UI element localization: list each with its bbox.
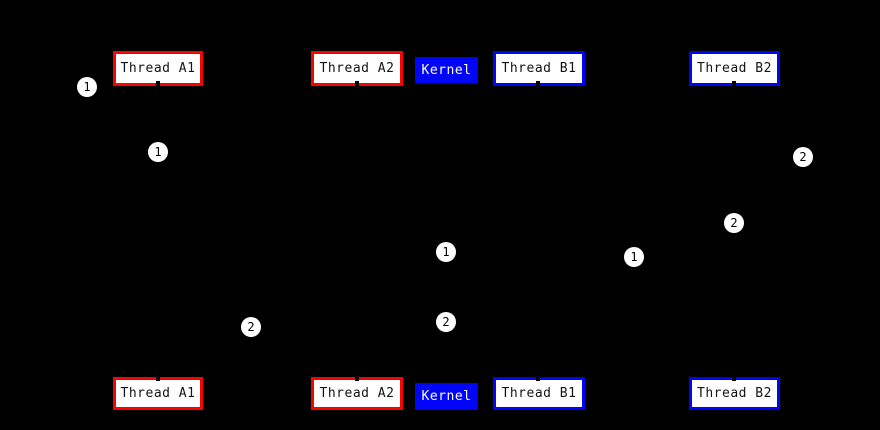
entity-label: Thread A2 xyxy=(319,386,395,401)
entity-box-thread-b2-bottom: Thread B2 xyxy=(689,377,780,410)
sequence-marker: 1 xyxy=(624,247,644,267)
lifeline-thread-b1 xyxy=(536,81,540,381)
entity-label: Thread A1 xyxy=(120,386,196,401)
sequence-marker-label: 1 xyxy=(442,245,450,259)
entity-box-thread-b1-top: Thread B1 xyxy=(493,51,585,86)
sequence-marker: 2 xyxy=(793,147,813,167)
sequence-marker-label: 2 xyxy=(730,216,738,230)
sequence-marker: 2 xyxy=(241,317,261,337)
sequence-marker-label: 2 xyxy=(799,150,807,164)
sequence-marker-label: 2 xyxy=(247,320,255,334)
sequence-marker: 2 xyxy=(724,213,744,233)
entity-box-kernel-bottom: Kernel xyxy=(415,383,478,410)
entity-label: Thread B1 xyxy=(501,61,577,76)
entity-box-thread-a1-bottom: Thread A1 xyxy=(113,377,203,410)
sequence-marker-label: 1 xyxy=(630,250,638,264)
entity-box-thread-b1-bottom: Thread B1 xyxy=(493,377,585,410)
sequence-marker: 1 xyxy=(77,77,97,97)
entity-label: Thread B2 xyxy=(697,61,772,76)
entity-label: Thread A2 xyxy=(319,61,395,76)
sequence-marker: 1 xyxy=(148,142,168,162)
sequence-marker: 1 xyxy=(436,242,456,262)
sequence-marker: 2 xyxy=(436,312,456,332)
sequence-marker-label: 1 xyxy=(83,80,91,94)
lifeline-thread-a2 xyxy=(355,81,359,381)
entity-box-kernel-top: Kernel xyxy=(415,57,478,83)
sequence-marker-label: 2 xyxy=(442,315,450,329)
entity-label: Thread B1 xyxy=(501,386,577,401)
lifeline-kernel xyxy=(445,83,447,383)
entity-label: Thread B2 xyxy=(697,386,772,401)
entity-box-thread-a2-bottom: Thread A2 xyxy=(311,377,403,410)
entity-label: Thread A1 xyxy=(120,61,196,76)
entity-box-thread-b2-top: Thread B2 xyxy=(689,51,780,86)
lifeline-thread-a1 xyxy=(156,81,160,381)
entity-label: Kernel xyxy=(421,389,472,404)
entity-label: Kernel xyxy=(421,62,472,78)
sequence-marker-label: 1 xyxy=(154,145,162,159)
